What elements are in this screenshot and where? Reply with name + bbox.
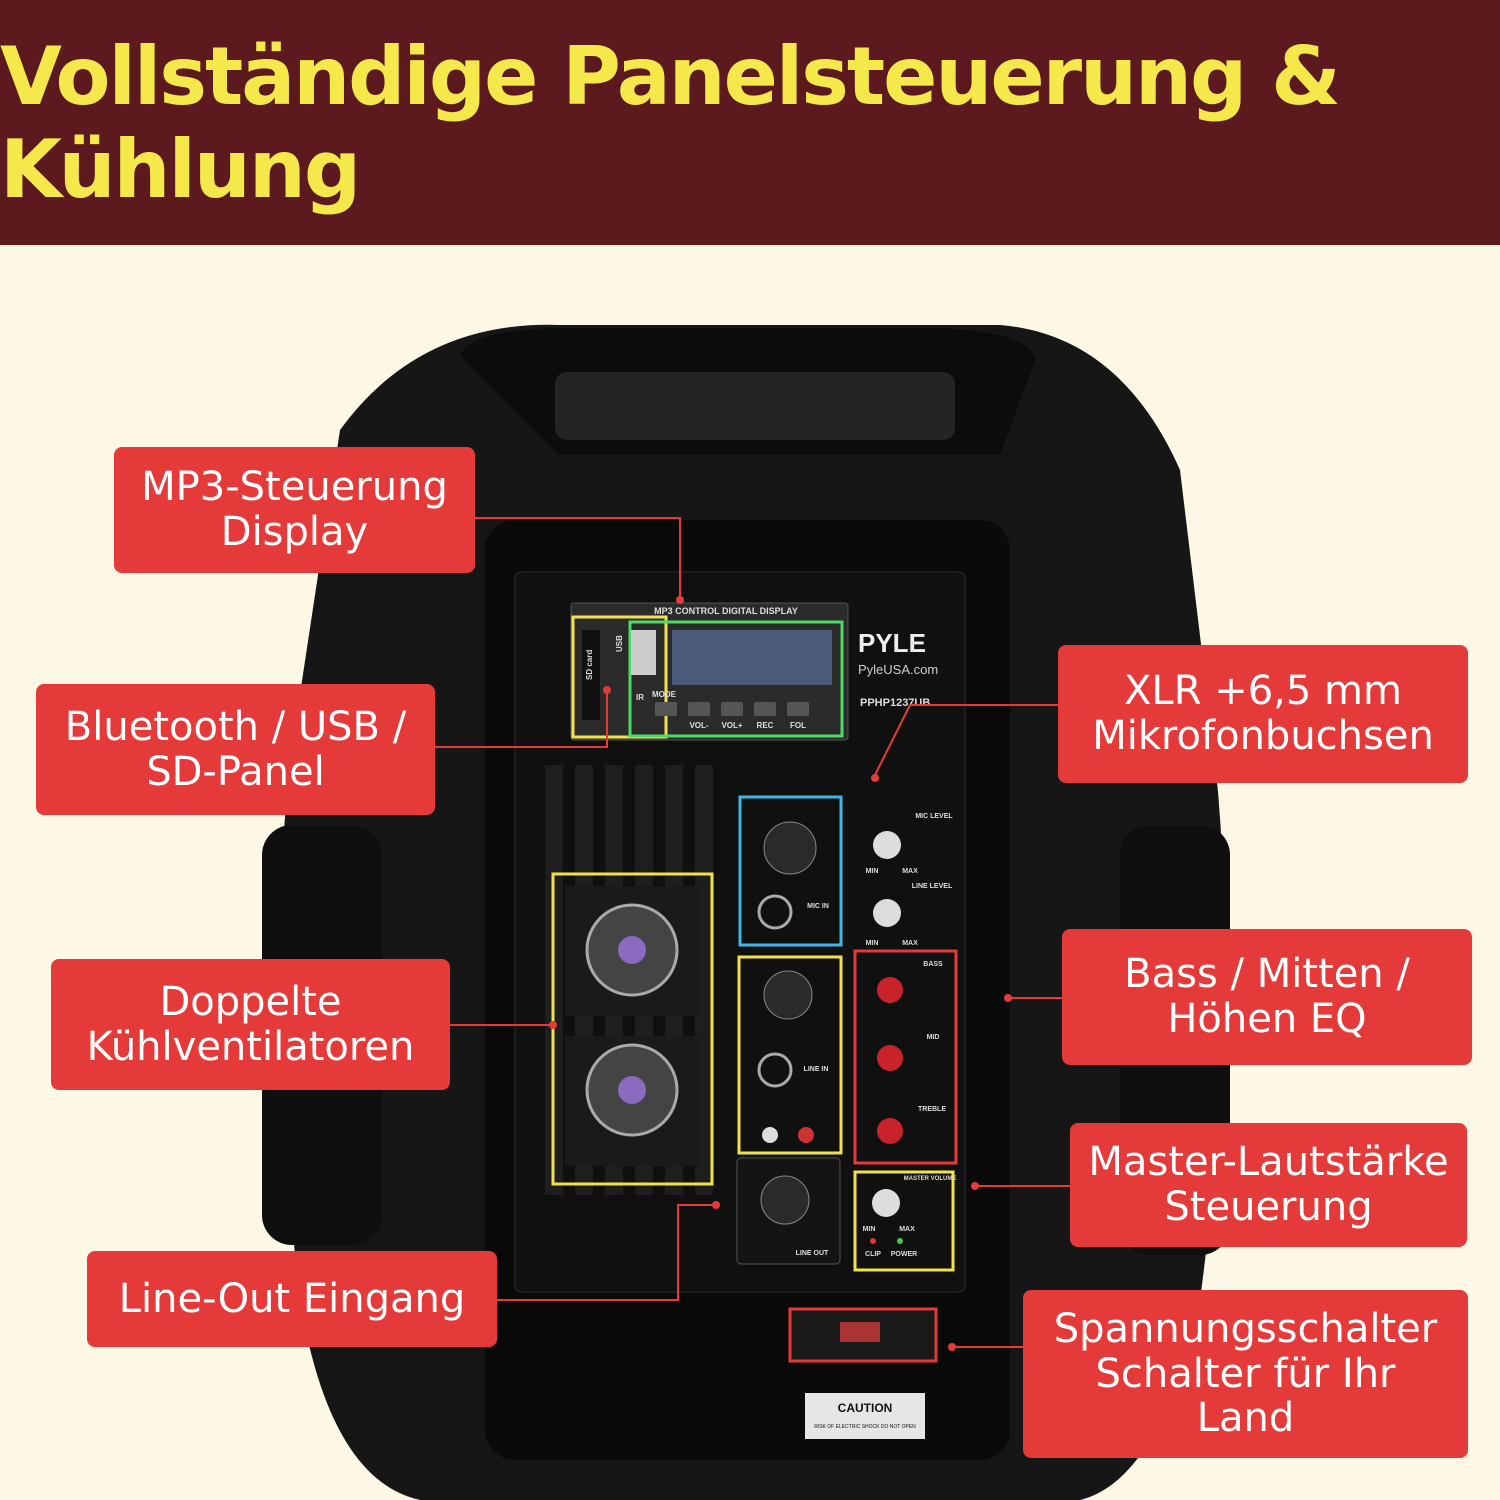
mic-min-label: MIN: [866, 868, 879, 875]
rca-red: [798, 1127, 814, 1143]
mic-level-label: MIC LEVEL: [915, 813, 953, 820]
mp3-display-title: MP3 CONTROL DIGITAL DISPLAY: [654, 606, 798, 616]
callout-voltage-line2: Schalter für Ihr: [1095, 1350, 1396, 1397]
line-in-label: LINE IN: [804, 1066, 829, 1073]
line-out-label: LINE OUT: [796, 1250, 829, 1257]
callout-mp3-line2: Display: [220, 509, 369, 555]
callout-xlr-jacks: XLR +6,5 mm Mikrofonbuchsen: [1058, 645, 1468, 783]
vol-minus-label: VOL-: [689, 721, 708, 730]
callout-line-out: Line-Out Eingang: [87, 1251, 497, 1347]
callout-xlr-line1: XLR +6,5 mm: [1124, 668, 1402, 715]
mp3-display-highlight: [628, 620, 844, 738]
bass-knob: [877, 977, 903, 1003]
usb-port: [631, 630, 656, 675]
sd-slot: [582, 630, 600, 720]
master-volume-label: MASTER VOLUME: [904, 1176, 957, 1182]
callout-bt-line1: Bluetooth / USB /: [64, 703, 407, 750]
callout-mp3-display: MP3-Steuerung Display: [114, 447, 475, 573]
usb-label: USB: [615, 635, 624, 652]
callout-eq-line2: Höhen EQ: [1167, 996, 1367, 1042]
voltage-toggle: [840, 1322, 880, 1342]
fol-label: FOL: [790, 721, 806, 730]
line-level-label: LINE LEVEL: [912, 883, 953, 890]
caution-sticker: [805, 1393, 925, 1439]
callout-cooling-fans: Doppelte Kühlventilatoren: [51, 959, 450, 1090]
mic-in-highlight: [738, 795, 843, 947]
callout-fans-line2: Kühlventilatoren: [86, 1023, 415, 1070]
master-min-label: MIN: [863, 1226, 876, 1233]
vol-plus-label: VOL+: [721, 721, 742, 730]
mic-level-knob: [873, 831, 901, 859]
callout-master-volume: Master-Lautstärke Steuerung: [1070, 1123, 1467, 1247]
master-highlight: [853, 1170, 955, 1272]
xlr-line-out-jack: [760, 1175, 810, 1225]
line-min-label: MIN: [866, 940, 879, 947]
callout-leaders: [435, 517, 1070, 1348]
sd-label: SD card: [585, 650, 594, 680]
line-level-knob: [873, 899, 901, 927]
mid-label: MID: [927, 1034, 940, 1041]
handle-grip: [555, 372, 955, 440]
mp3-buttons: [655, 702, 809, 716]
mode-label: MODE: [652, 690, 677, 699]
callout-voltage-line1: Spannungsschalter: [1053, 1305, 1438, 1352]
mic-max-label: MAX: [902, 868, 918, 875]
caution-label: CAUTION: [838, 1401, 893, 1415]
power-label: POWER: [891, 1251, 917, 1258]
treble-knob: [877, 1118, 903, 1144]
lcd-screen: [672, 630, 832, 685]
eq-highlight: [853, 949, 958, 1165]
line-in-highlight: [737, 955, 843, 1155]
callout-master-line1: Master-Lautstärke: [1088, 1139, 1449, 1186]
callout-voltage-switch: Spannungsschalter Schalter für Ihr Land: [1023, 1290, 1468, 1458]
title-banner: [0, 0, 1500, 245]
power-led: [897, 1238, 903, 1244]
cooling-fan-top: [565, 886, 700, 1016]
master-max-label: MAX: [899, 1226, 915, 1233]
callout-xlr-line2: Mikrofonbuchsen: [1092, 713, 1434, 759]
master-volume-knob: [872, 1189, 900, 1217]
callout-dots: [549, 596, 1012, 1351]
ir-label: IR: [636, 693, 644, 702]
line-quarter-jack: [757, 1052, 793, 1088]
bass-label: BASS: [923, 961, 943, 968]
caution-sub-label: RISK OF ELECTRIC SHOCK DO NOT OPEN: [814, 1424, 916, 1430]
callout-eq: Bass / Mitten / Höhen EQ: [1062, 929, 1472, 1065]
xlr-mic-jack: [763, 821, 817, 875]
page-title: Vollständige Panelsteuerung & Kühlung: [0, 29, 1341, 216]
mid-knob: [877, 1045, 903, 1071]
clip-led: [870, 1238, 876, 1244]
callout-bt-line2: SD-Panel: [146, 748, 325, 795]
callout-mp3-line1: MP3-Steuerung: [141, 464, 448, 511]
model-number: PPHP1237UB: [860, 697, 930, 709]
rca-white: [762, 1127, 778, 1143]
brand-website: PyleUSA.com: [858, 662, 938, 677]
treble-label: TREBLE: [918, 1106, 946, 1113]
callout-eq-line1: Bass / Mitten /: [1124, 951, 1410, 998]
callout-voltage-line3: Land: [1196, 1395, 1295, 1442]
cooling-fan-bottom: [565, 1036, 700, 1166]
bt-usb-highlight: [571, 615, 668, 739]
mic-in-label: MIC IN: [807, 903, 829, 910]
line-max-label: MAX: [902, 940, 918, 947]
quarter-inch-jack: [757, 894, 793, 930]
clip-label: CLIP: [865, 1251, 881, 1258]
rec-label: REC: [757, 721, 774, 730]
callout-lineout-line1: Line-Out Eingang: [118, 1275, 466, 1322]
xlr-line-jack: [763, 970, 813, 1020]
brand-logo: PYLE: [858, 628, 926, 658]
callout-master-line2: Steuerung: [1164, 1184, 1373, 1230]
callout-fans-line1: Doppelte: [159, 978, 342, 1025]
callout-bluetooth-usb-sd: Bluetooth / USB / SD-Panel: [36, 684, 435, 815]
